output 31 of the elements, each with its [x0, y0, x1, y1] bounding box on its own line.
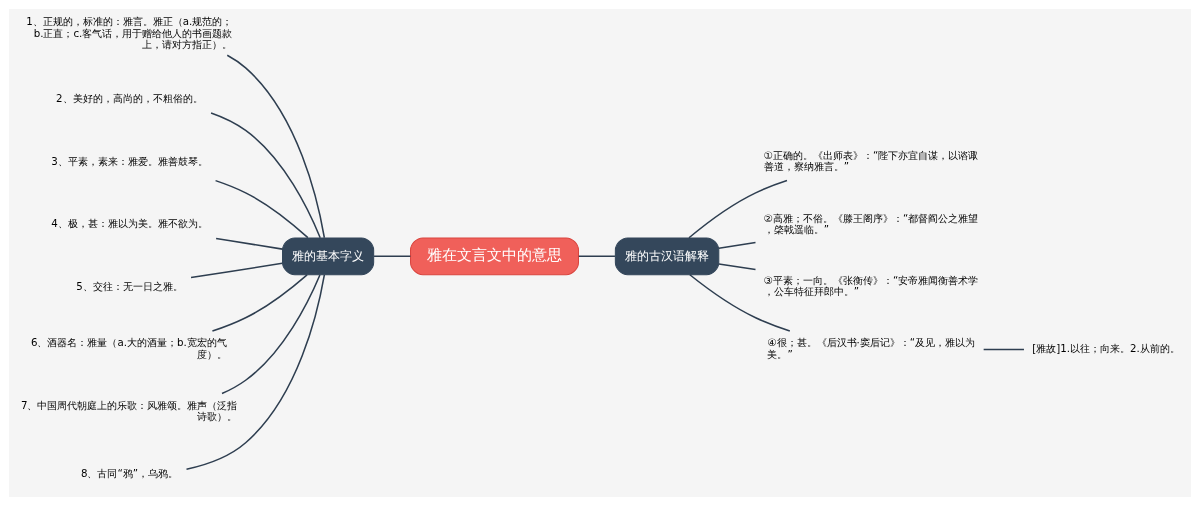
connector	[688, 179, 788, 239]
connector	[215, 237, 284, 250]
node-text: 3、平素，素来：雅爱。雅善鼓琴。	[51, 154, 208, 167]
connector	[210, 112, 321, 239]
node-text: ②高雅；不俗。《滕王阁序》：“都督阎公之雅望，棨戟遥临。”	[763, 211, 979, 235]
node-box: 雅在文言文中的意思	[410, 237, 579, 276]
connector	[190, 262, 284, 279]
node-text: 6、酒器名：雅量（a.大的酒量；b.宽宏的气度）。	[30, 336, 227, 360]
connector	[718, 263, 757, 271]
connector	[689, 274, 791, 332]
node-text: 2、美好的，高尚的，不粗俗的。	[56, 92, 203, 105]
node-text: [雅故]1.以往；向来。2.从前的。	[1032, 342, 1180, 355]
connector	[718, 241, 757, 250]
node-text: 5、交往：无一日之雅。	[76, 279, 183, 292]
connector	[578, 255, 616, 258]
connector	[185, 274, 326, 470]
node-text: 7、中国周代朝庭上的乐歌：风雅颂。雅声（泛指诗歌）。	[20, 398, 238, 423]
connector	[226, 54, 326, 239]
node-text: 8、古同“鸦”，乌鸦。	[80, 467, 179, 480]
connector	[214, 179, 309, 239]
connector	[982, 348, 1025, 351]
connector	[211, 274, 308, 332]
node-box: 雅的基本字义	[282, 237, 375, 276]
node-box: 雅的古汉语解释	[614, 237, 720, 276]
node-text: ①正确的。《出师表》：“陛下亦宜自谋，以谘诹善道，察纳雅言。”	[763, 149, 979, 173]
connector	[221, 274, 321, 395]
node-text: 4、极，甚：雅以为美。雅不欲为。	[51, 217, 208, 230]
node-text: ④很；甚。《后汉书·窦后记》：“及见，雅以为美。”	[767, 336, 976, 360]
connector	[373, 255, 412, 258]
node-text: ③平素；一向。《张衡传》：“安帝雅闻衡善术学，公车特征拜郎中。”	[763, 273, 979, 298]
node-text: 1、正规的，标准的：雅言。雅正（a.规范的；b.正直；c.客气话，用于赠给他人的书画题款上，请对方指正）。	[26, 15, 233, 50]
